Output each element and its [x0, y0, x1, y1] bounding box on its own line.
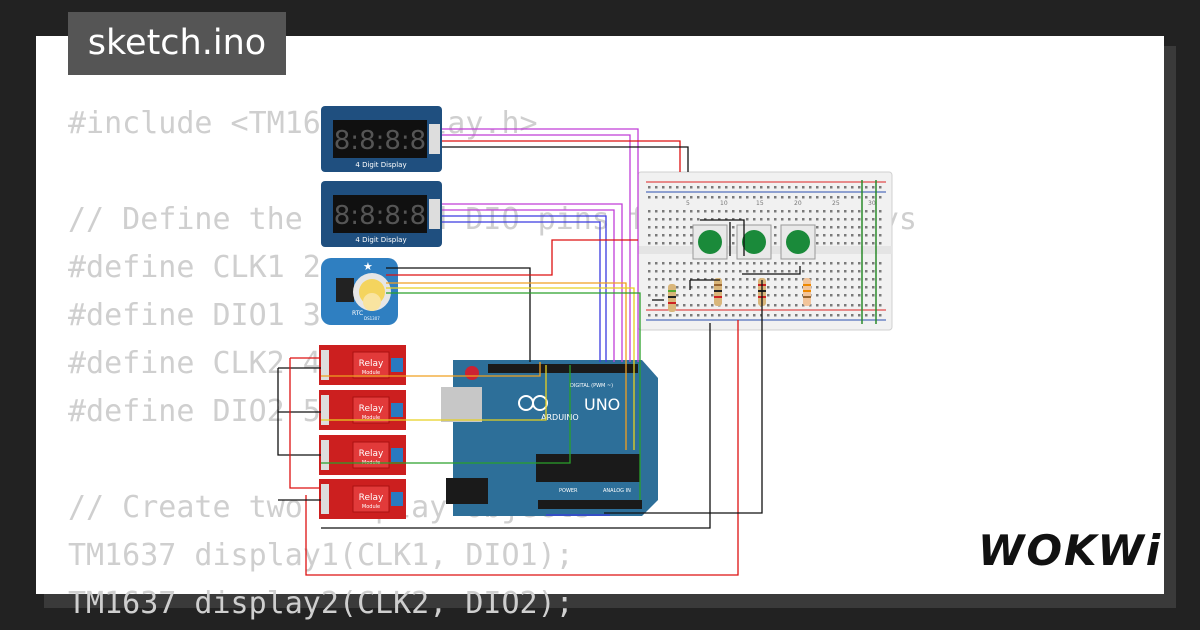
file-tab[interactable]: sketch.ino: [68, 12, 286, 75]
arduino-model: UNO: [584, 395, 620, 414]
tm1637-display-2[interactable]: 8:8:8:8 4 Digit Display: [321, 181, 442, 247]
bb-col-5: 5: [686, 200, 690, 207]
bb-col-10: 10: [720, 200, 728, 207]
pushbutton-1[interactable]: [692, 224, 728, 260]
display-1-label: 4 Digit Display: [355, 161, 406, 169]
resistor-2[interactable]: [714, 278, 722, 306]
relay-module-2[interactable]: Relay Module: [319, 390, 406, 430]
relay-4-label: Relay: [359, 493, 384, 503]
code-line: #define CLK2 4: [68, 346, 321, 381]
pushbutton-3[interactable]: [780, 224, 816, 260]
bb-col-30: 30: [868, 200, 876, 207]
tm1637-display-1[interactable]: 8:8:8:8 4 Digit Display: [321, 106, 442, 172]
power-jack: [446, 478, 488, 504]
resistor-1[interactable]: [668, 284, 676, 312]
reset-button: [465, 366, 479, 380]
relay-1-sublabel: Module: [362, 370, 380, 376]
relay-2-sublabel: Module: [362, 415, 380, 421]
resistor-4[interactable]: [803, 278, 811, 306]
usb-connector: [441, 387, 482, 422]
atmega-chip: [536, 454, 640, 482]
code-line: TM1637 display1(CLK1, DIO1);: [68, 538, 574, 573]
display-2-label: 4 Digit Display: [355, 236, 406, 244]
pushbutton-2[interactable]: [736, 224, 772, 260]
svg-text:★: ★: [363, 260, 373, 273]
bb-col-25: 25: [832, 200, 840, 207]
wokwi-logo: WOKWi: [978, 526, 1163, 575]
analog-label: ANALOG IN: [603, 488, 631, 494]
wires: [277, 128, 801, 576]
bb-col-20: 20: [794, 200, 802, 207]
display-2-digits: 8:8:8:8: [334, 201, 426, 231]
code-line: #define CLK1 2: [68, 250, 321, 285]
rtc-module[interactable]: ★ RTC DS1307: [321, 258, 398, 325]
code-line: #define DIO1 3: [68, 298, 321, 333]
display-1-digits: 8:8:8:8: [334, 126, 426, 156]
rtc-label: RTC: [352, 310, 363, 317]
bb-col-15: 15: [756, 200, 764, 207]
relay-3-label: Relay: [359, 449, 384, 459]
digital-label: DIGITAL (PWM ~): [570, 383, 613, 389]
arduino-brand: ARDUINO: [541, 413, 579, 422]
power-label: POWER: [559, 488, 578, 494]
relay-4-sublabel: Module: [362, 504, 380, 510]
code-line: TM1637 display2(CLK2, DIO2);: [68, 586, 574, 621]
relay-1-label: Relay: [359, 359, 384, 369]
relay-module-1[interactable]: Relay Module: [319, 345, 406, 385]
relay-2-label: Relay: [359, 404, 384, 414]
arduino-uno[interactable]: UNO ARDUINO DIGITAL (PWM ~) ANALOG IN PO…: [441, 360, 658, 516]
relay-module-4[interactable]: Relay Module: [319, 479, 406, 519]
rtc-sublabel: DS1307: [364, 316, 380, 321]
relay-module-3[interactable]: Relay Module: [319, 435, 406, 475]
